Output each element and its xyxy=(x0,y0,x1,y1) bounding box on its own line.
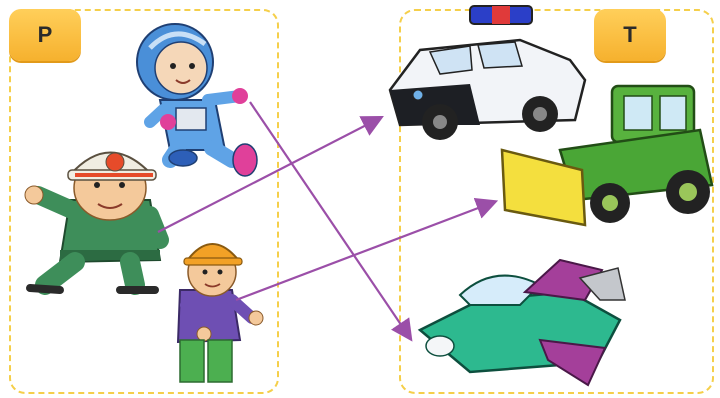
construction-worker-figure[interactable] xyxy=(24,151,169,295)
arrow-astronaut-to-spaceship xyxy=(249,101,413,342)
builder-child-figure[interactable] xyxy=(176,243,264,383)
people-panel-label: P xyxy=(9,9,81,61)
spaceship-vehicle[interactable] xyxy=(417,258,626,387)
police-car-vehicle[interactable] xyxy=(388,5,587,140)
vehicles-panel xyxy=(399,9,714,394)
bulldozer-vehicle[interactable] xyxy=(500,84,714,227)
arrow-worker-to-police-car xyxy=(157,115,384,233)
arrow-builder-to-bulldozer xyxy=(235,197,499,302)
vehicles-panel-label: T xyxy=(594,9,666,61)
people-panel xyxy=(9,9,279,394)
matching-arrows xyxy=(157,101,499,342)
astronaut-figure[interactable] xyxy=(136,23,258,177)
